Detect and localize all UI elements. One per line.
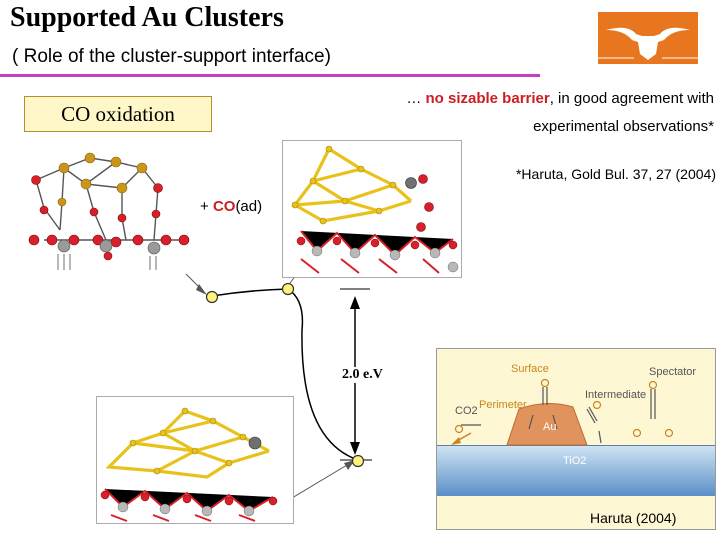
tio2-support [437,445,715,496]
experimental-note: experimental observations* [533,118,714,135]
link-left-arrowhead [196,284,207,295]
state-node-final [351,454,365,468]
intermediate-label: Intermediate [585,389,647,401]
structure-co-adsorbed [282,140,462,278]
longhorn-icon [598,27,698,60]
au-label: Au [543,421,557,433]
schematic-caption: Haruta (2004) [590,510,677,526]
state-node-initial [205,290,219,304]
tio2-label: TiO2 [563,455,587,467]
barrier-suffix: , in good agreement with [549,90,714,107]
structure-initial [24,148,194,274]
spectator-label: Spectator [649,366,697,378]
reference-note: *Haruta, Gold Bul. 37, 27 (2004) [515,166,716,182]
reactant-state: (ad) [235,198,263,215]
barrier-prefix: … [406,90,426,107]
reactant-species: CO [212,198,236,215]
co2-label: CO2 [455,405,478,417]
page-title: Supported Au Clusters [10,2,284,33]
barrier-note: … no sizable barrier, in good agreement … [300,90,714,107]
state-node-adsorbed [281,282,295,296]
reactant-plus: + [200,198,213,215]
schematic-drawing [451,378,674,446]
co-oxidation-label: CO oxidation [24,96,212,132]
reaction-path [211,288,359,461]
energy-barrier-value: 2.0 e.V [340,367,385,383]
energy-arrow-up-head [350,296,360,309]
structure-final [96,396,294,524]
interface-schematic: Surface Spectator Intermediate Perimeter… [436,348,716,530]
reactant-label: + CO(ad) [200,198,262,215]
energy-arrow-down-head [350,442,360,455]
perimeter-label: Perimeter [479,399,527,411]
title-divider [0,74,540,77]
page-subtitle: ( Role of the cluster-support interface) [12,46,331,67]
au-particle [506,403,588,446]
barrier-highlight: no sizable barrier [425,90,550,107]
university-logo [598,12,698,64]
surface-label: Surface [511,363,549,375]
